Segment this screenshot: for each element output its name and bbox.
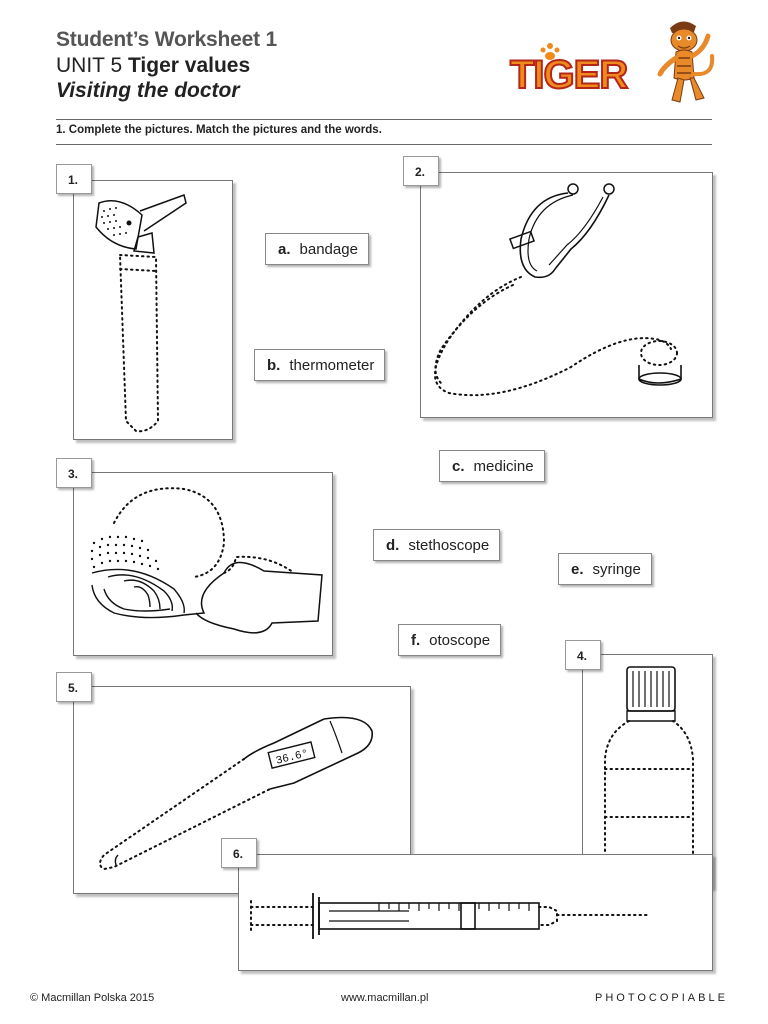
picture-frame-3 [73, 472, 333, 656]
word-text: thermometer [289, 357, 375, 374]
picture-number-4: 4. [565, 640, 601, 670]
picture-frame-6 [238, 854, 713, 971]
picture-frame-4 [582, 654, 713, 888]
word-text: stethoscope [408, 537, 490, 554]
syringe-icon [250, 893, 650, 939]
worksheet-subtitle: Visiting the doctor [56, 79, 240, 102]
picture-number-6: 6. [221, 838, 257, 868]
unit-title: Tiger values [127, 54, 251, 77]
footer-copyright: © Macmillan Polska 2015 [30, 992, 155, 1004]
footer-photocopiable: PHOTOCOPIABLE [595, 992, 728, 1004]
worksheet-header: Student’s Worksheet 1 UNIT 5 Tiger value… [56, 28, 277, 103]
unit-prefix: UNIT 5 [56, 54, 123, 77]
word-letter: e. [571, 561, 584, 578]
word-letter: f. [411, 632, 421, 649]
word-letter: d. [386, 537, 400, 554]
word-letter: c. [452, 458, 465, 475]
worksheet-title: Student’s Worksheet 1 [56, 28, 278, 51]
footer-website: www.macmillan.pl [341, 992, 429, 1004]
tiger-logo: TIGER [508, 12, 720, 108]
otoscope-icon [95, 194, 187, 433]
unit-line: UNIT 5 Tiger values [56, 54, 277, 78]
logo-text: TIGER [510, 53, 628, 97]
thermometer-icon: 36.6° [99, 716, 374, 871]
instruction-divider [56, 144, 712, 145]
top-divider [56, 119, 712, 120]
word-letter: a. [278, 241, 291, 258]
bandage-icon [90, 487, 323, 634]
word-text: otoscope [429, 632, 491, 649]
word-box-e: e. syringe [558, 553, 652, 585]
picture-number-5: 5. [56, 672, 92, 702]
picture-number-2: 2. [403, 156, 439, 186]
thermometer-display: 36.6° [275, 748, 310, 768]
tiger-mascot-icon: TIGER [509, 21, 715, 103]
word-box-c: c. medicine [439, 450, 545, 482]
word-box-a: a. bandage [265, 233, 369, 265]
picture-number-1: 1. [56, 164, 92, 194]
word-text: syringe [592, 561, 641, 578]
word-box-d: d. stethoscope [373, 529, 501, 561]
word-letter: b. [267, 357, 281, 374]
picture-frame-2 [420, 172, 713, 418]
word-box-f: f. otoscope [398, 624, 502, 656]
picture-number-3: 3. [56, 458, 92, 488]
word-box-b: b. thermometer [254, 349, 386, 381]
word-text: bandage [299, 241, 358, 258]
picture-frame-1 [73, 180, 233, 440]
instruction: 1. Complete the pictures. Match the pict… [56, 124, 382, 136]
word-text: medicine [473, 458, 534, 475]
stethoscope-icon [434, 183, 682, 397]
